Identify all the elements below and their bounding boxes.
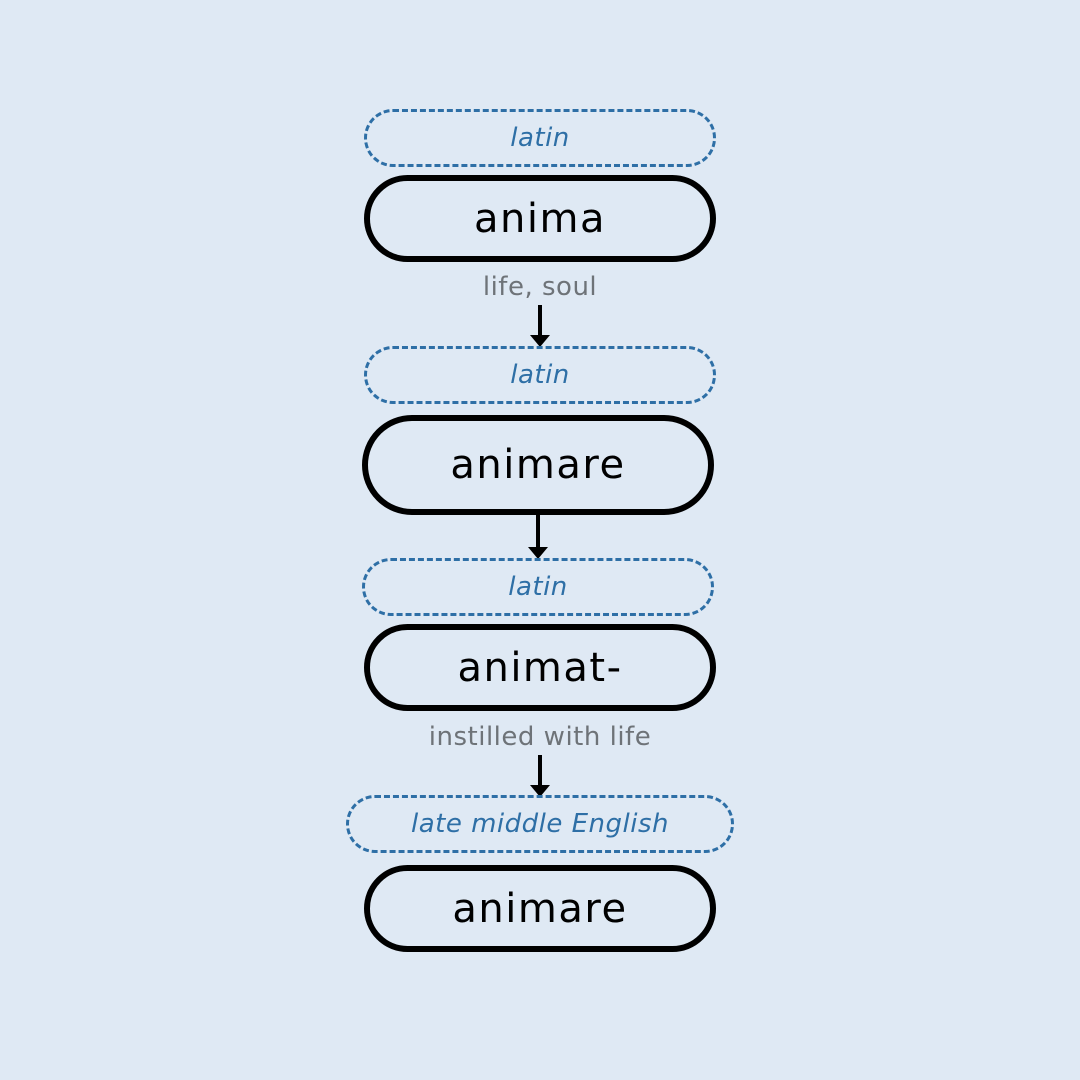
down-arrow [530,305,550,347]
word-box: anima [364,175,716,262]
word-box: animat- [364,624,716,711]
language-label: late middle English [346,795,734,853]
word-box: animare [364,865,716,952]
word-box: animare [362,415,714,515]
language-label: latin [364,346,716,404]
meaning-label: life, soul [482,272,598,302]
language-label: latin [362,558,714,616]
language-label: latin [364,109,716,167]
meaning-label: instilled with life [428,722,652,752]
down-arrow [530,755,550,797]
down-arrow [528,515,548,559]
